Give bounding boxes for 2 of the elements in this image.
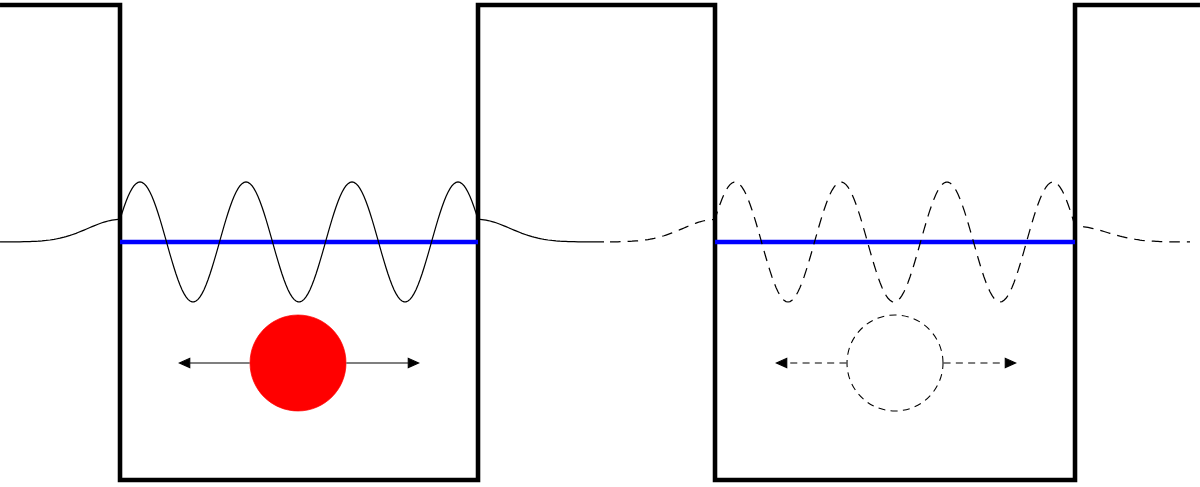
particle-circle — [249, 314, 347, 412]
particle-circle — [846, 314, 944, 412]
